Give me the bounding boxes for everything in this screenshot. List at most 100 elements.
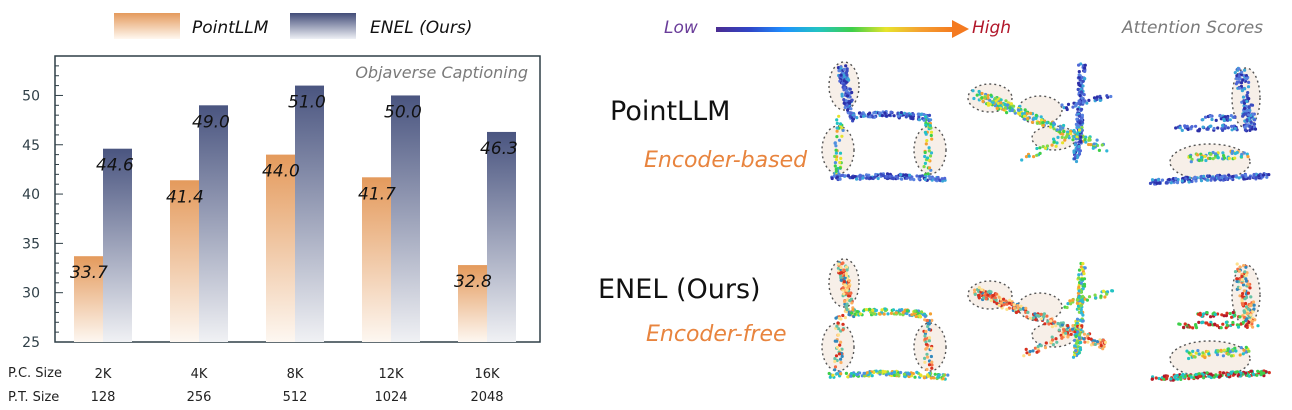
data-label-pointllm: 41.4 (166, 187, 204, 207)
cloud-point (848, 87, 852, 91)
cloud-point (1012, 303, 1016, 307)
cloud-point (883, 111, 887, 115)
cloud-point (993, 104, 997, 108)
cloud-point (1165, 181, 1169, 185)
cloud-point (835, 345, 840, 349)
cloud-point (1225, 177, 1229, 181)
bar-pointllm (266, 154, 295, 342)
cloud-point (1203, 355, 1207, 360)
cloud-point (1074, 349, 1078, 353)
cloud-point (1239, 371, 1243, 375)
cloud-point (1241, 95, 1246, 99)
cloud-point (1024, 306, 1028, 310)
cloud-point (1238, 86, 1242, 90)
cloud-point (1101, 338, 1105, 342)
cloud-point (1060, 135, 1064, 139)
cloud-point (833, 365, 838, 369)
cloud-point (993, 96, 997, 100)
bar-chart: PointLLM ENEL (Ours) Objaverse Captionin… (8, 13, 541, 405)
cloud-point (911, 372, 915, 376)
cloud-point (1079, 135, 1083, 139)
cloud-point (1066, 335, 1070, 339)
cloud-point (1081, 287, 1085, 291)
cloud-point (843, 316, 847, 320)
cloud-point (1081, 319, 1085, 323)
cloud-point (1182, 325, 1186, 329)
cloud-point (1193, 355, 1197, 359)
cloud-point (1233, 71, 1237, 75)
cloud-point (1237, 269, 1241, 273)
cloud-point (1237, 176, 1241, 180)
cloud-point (1050, 325, 1054, 329)
cloud-point (1180, 179, 1184, 183)
cloud-point (896, 373, 900, 377)
cloud-point (870, 374, 874, 378)
cloud-point (925, 367, 929, 372)
cloud-point (1261, 173, 1266, 177)
cloud-point (1252, 303, 1256, 307)
cloud-point (988, 102, 992, 106)
cloud-point (1197, 320, 1201, 324)
cloud-point (1084, 135, 1088, 139)
cloud-point (929, 126, 933, 130)
cloud-point (910, 313, 914, 317)
cloud-point (928, 312, 933, 316)
cloud-point (1174, 176, 1178, 181)
cloud-point (1209, 315, 1213, 319)
cloud-point (1092, 142, 1096, 146)
cloud-point (1060, 336, 1064, 340)
cloud-point (1178, 126, 1182, 130)
cloud-point (1035, 146, 1039, 151)
cloud-point (1244, 279, 1248, 283)
cloud-point (1072, 149, 1076, 153)
cloud-point (1236, 325, 1241, 329)
cloud-point (855, 116, 859, 120)
cloud-point (923, 360, 927, 364)
cloud-point (923, 314, 927, 318)
cloud-point (858, 174, 862, 178)
cloud-point (932, 376, 936, 380)
cloud-point (840, 173, 844, 177)
bar-pointllm (170, 180, 199, 342)
cloud-point (924, 342, 928, 346)
cloud-point (843, 174, 848, 178)
cloud-point (1219, 348, 1223, 352)
cloud-point (835, 339, 839, 343)
cloud-point (977, 286, 981, 290)
cloud-point (869, 176, 873, 180)
cloud-point (923, 318, 927, 322)
cloud-point (1077, 114, 1081, 118)
cloud-point (1231, 310, 1235, 315)
y-tick-label: 30 (22, 286, 40, 302)
cloud-point (1093, 339, 1097, 343)
cloud-point (841, 328, 845, 332)
cloud-point (1253, 318, 1257, 322)
cloud-point (925, 346, 929, 350)
cloud-point (923, 177, 927, 182)
cloud-point (1075, 135, 1079, 139)
cloud-point (1226, 347, 1230, 351)
cloud-point (929, 376, 933, 380)
cloud-point (842, 67, 846, 71)
cloud-point (841, 313, 845, 318)
cloud-point (1085, 101, 1089, 105)
cloud-point (1225, 323, 1229, 327)
legend-label-pointllm: PointLLM (192, 18, 269, 38)
airplane-point-cloud-icon (967, 62, 1113, 164)
cloud-point (1215, 173, 1220, 178)
cloud-point (1262, 371, 1266, 375)
cloud-point (881, 369, 885, 373)
scale-high-label: High (972, 18, 1012, 38)
cloud-point (1253, 118, 1257, 122)
cloud-point (1248, 124, 1252, 128)
cloud-point (1052, 140, 1056, 144)
cloud-point (1054, 337, 1058, 341)
cloud-point (1061, 132, 1065, 136)
cloud-point (922, 118, 926, 122)
cloud-point (828, 375, 832, 379)
x-secondary-tick-label: 2048 (470, 390, 503, 405)
cloud-point (899, 173, 903, 177)
y-tick-label: 35 (22, 236, 40, 252)
cloud-point (834, 144, 838, 148)
cloud-point (898, 312, 902, 316)
